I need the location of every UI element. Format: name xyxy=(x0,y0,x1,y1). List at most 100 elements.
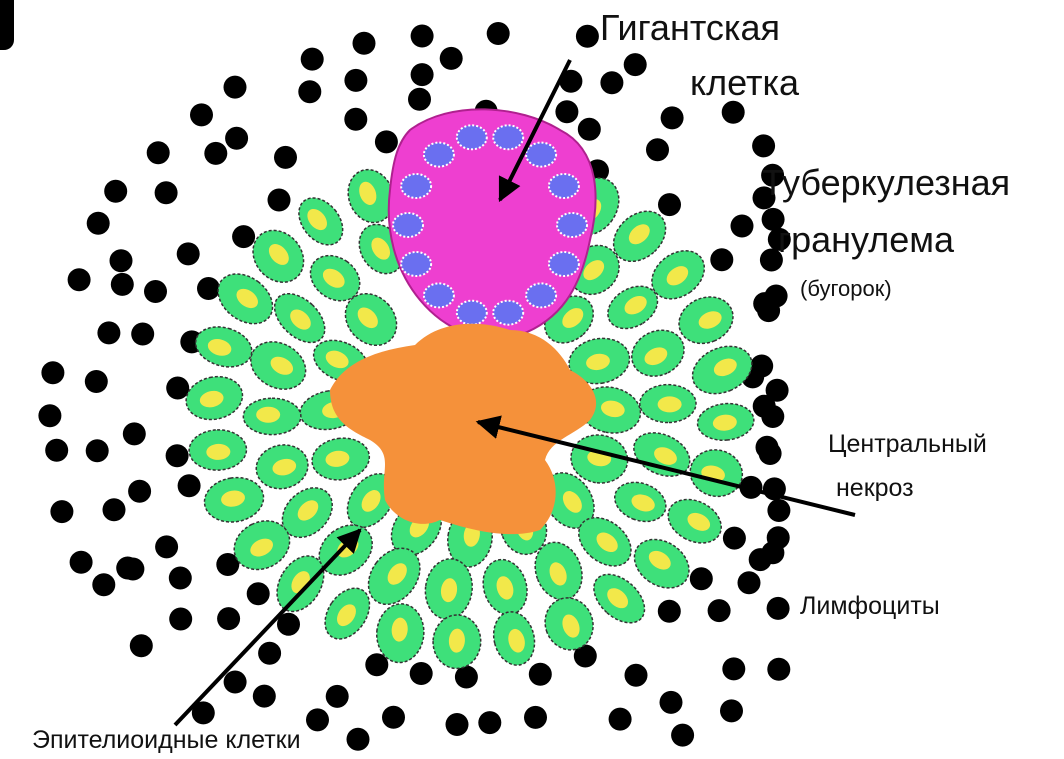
lymphocyte xyxy=(232,225,255,248)
lymphocyte xyxy=(268,189,291,212)
epithelioid-cell xyxy=(685,337,759,402)
epithelioid-label: Эпителиоидные клетки xyxy=(32,728,301,753)
giant-cell-label-line1: Гигантская xyxy=(600,10,780,46)
lymphocyte xyxy=(578,118,601,141)
lymphocyte xyxy=(298,80,321,103)
lymphocyte xyxy=(85,370,108,393)
lymphocyte xyxy=(144,280,167,303)
epithelioid-cell xyxy=(243,398,301,435)
giant-cell-nucleus xyxy=(401,252,431,276)
lymphocyte xyxy=(723,527,746,550)
epithelioid-cell xyxy=(477,554,534,620)
lymphocyte xyxy=(722,101,745,124)
lymphocyte xyxy=(224,671,247,694)
lymphocyte xyxy=(766,379,789,402)
lymphocyte xyxy=(646,138,669,161)
lymphocyte xyxy=(247,582,270,605)
giant-cell-nucleus xyxy=(393,213,423,237)
lymphocyte xyxy=(410,662,433,685)
lymphocyte xyxy=(190,103,213,126)
lymphocyte xyxy=(70,551,93,574)
lymphocyte xyxy=(169,608,192,631)
lymphocyte xyxy=(155,181,178,204)
lymphocyte xyxy=(258,642,281,665)
lymphocyte xyxy=(130,634,153,657)
epithelioid-cell xyxy=(609,476,671,528)
epithelioid-nucleus xyxy=(658,396,682,412)
lymphocyte xyxy=(92,573,115,596)
epithelioid-cell xyxy=(661,491,729,552)
epithelioid-cell xyxy=(252,440,312,494)
lymphocyte xyxy=(38,404,61,427)
giant-cell-nucleus xyxy=(549,252,579,276)
giant-cell-nucleus xyxy=(526,143,556,167)
epithelioid-cell xyxy=(696,401,756,443)
giant-cell-nucleus xyxy=(424,283,454,307)
lymphocyte xyxy=(767,597,790,620)
lymphocyte xyxy=(147,141,170,164)
epithelioid-cell xyxy=(182,372,246,425)
lymphocyte xyxy=(166,444,189,467)
lymphocyte xyxy=(68,268,91,291)
lymphocyte xyxy=(761,541,784,564)
giant-cell-nucleus xyxy=(526,283,556,307)
lymphocyte xyxy=(757,299,780,322)
lymphocyte xyxy=(166,377,189,400)
giant-cell-nucleus xyxy=(457,125,487,149)
granuloma-label-line1: Туберкулезная xyxy=(762,165,1010,201)
lymphocyte xyxy=(658,600,681,623)
giant-cell-nucleus xyxy=(401,174,431,198)
epithelioid-cell xyxy=(640,385,696,423)
lymphocyte xyxy=(365,653,388,676)
lymphocyte xyxy=(347,728,370,751)
lymphocyte xyxy=(155,535,178,558)
lymphocyte xyxy=(722,657,745,680)
lymphocyte xyxy=(121,558,144,581)
lymphocyte xyxy=(131,323,154,346)
lymphocyte xyxy=(661,106,684,129)
lymphocyte xyxy=(103,498,126,521)
lymphocyte xyxy=(41,361,64,384)
giant-cell-nucleus xyxy=(457,301,487,325)
epithelioid-cell xyxy=(309,435,372,484)
lymphocyte xyxy=(731,215,754,238)
lymphocyte xyxy=(658,193,681,216)
necrosis-label-line2: некроз xyxy=(836,476,914,501)
lymphocyte xyxy=(625,664,648,687)
lymphocyte xyxy=(104,180,127,203)
giant-cell xyxy=(389,109,596,338)
granuloma-label-sub: (бугорок) xyxy=(800,278,892,300)
lymphocyte xyxy=(440,47,463,70)
lymphocyte xyxy=(97,321,120,344)
lymphocyte xyxy=(197,277,220,300)
epithelioid-cell xyxy=(625,530,698,598)
granuloma-label-line2: гранулема xyxy=(778,222,954,258)
lymphocyte xyxy=(750,355,773,378)
lymphocyte xyxy=(110,249,133,272)
lymphocyte xyxy=(87,212,110,235)
lymphocyte xyxy=(411,25,434,48)
epithelioid-cell xyxy=(627,424,697,484)
lymphocyte xyxy=(128,480,151,503)
lymphocyte xyxy=(178,474,201,497)
lymphocyte xyxy=(408,88,431,111)
lymphocyte xyxy=(446,713,469,736)
lymphocyte xyxy=(710,248,733,271)
lymphocyte xyxy=(344,69,367,92)
epithelioid-cell xyxy=(686,445,747,502)
lymphocyte xyxy=(411,63,434,86)
epithelioid-cell xyxy=(432,614,483,670)
lymphocyte xyxy=(690,567,713,590)
lymphocyte xyxy=(600,71,623,94)
epithelioid-nucleus xyxy=(256,407,280,423)
lymphocyte xyxy=(524,706,547,729)
lymphocyte xyxy=(50,500,73,523)
lymphocyte xyxy=(752,134,775,157)
lymphocyte xyxy=(660,691,683,714)
lymphocyte xyxy=(761,405,784,428)
lymphocyte xyxy=(326,685,349,708)
lymphocyte xyxy=(529,663,552,686)
lymphocyte xyxy=(353,32,376,55)
